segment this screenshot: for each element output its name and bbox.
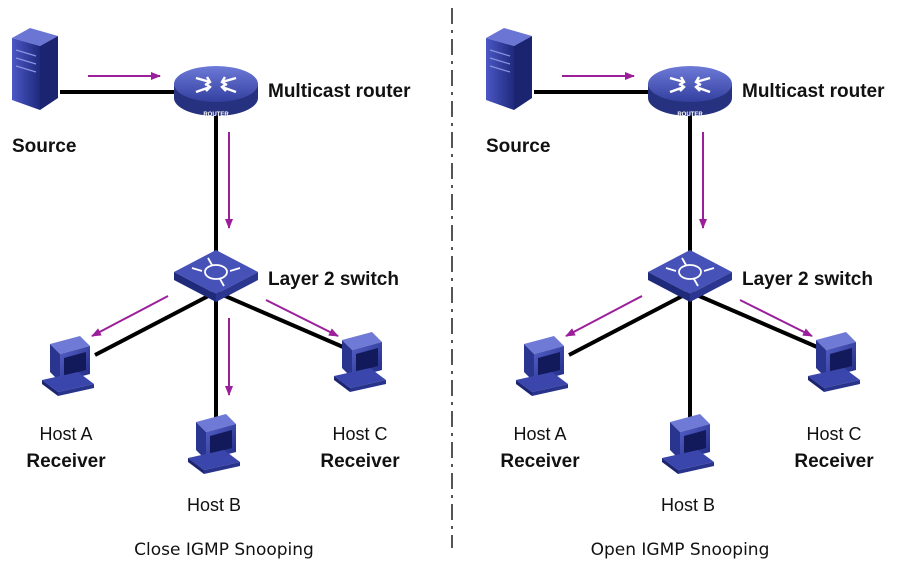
flow-arrow-to-host-c xyxy=(739,299,813,337)
router-icon xyxy=(646,64,734,118)
host-c-name: Host C xyxy=(332,424,387,444)
source-label: Source xyxy=(486,136,550,157)
host-a-role: Receiver xyxy=(500,451,580,472)
network-links xyxy=(534,90,825,420)
flow-arrow-to-host-c xyxy=(265,299,339,337)
host-c-pc-icon xyxy=(334,332,386,392)
switch-icon xyxy=(647,249,733,303)
panel-caption: Close IGMP Snooping xyxy=(134,540,314,560)
host-a-pc-icon xyxy=(42,336,94,396)
host-c-name: Host C xyxy=(806,424,861,444)
panel-caption: Open IGMP Snooping xyxy=(591,540,770,560)
network-links xyxy=(60,90,351,420)
source-label: Source xyxy=(12,136,76,157)
host-a-role: Receiver xyxy=(26,451,106,472)
host-c-role: Receiver xyxy=(794,451,874,472)
router-icon xyxy=(172,64,260,118)
router-badge: ROUTER xyxy=(203,112,229,118)
router-label: Multicast router xyxy=(268,81,411,102)
switch-icon xyxy=(173,249,259,303)
router-label: Multicast router xyxy=(742,81,885,102)
host-b-pc-icon xyxy=(662,414,714,474)
panel-open-snooping: ROUTER Source Multicast router Layer 2 s… xyxy=(485,27,885,560)
host-b-pc-icon xyxy=(188,414,240,474)
panel-close-snooping: ROUTER Source Multicast router Layer 2 s… xyxy=(11,27,411,560)
flow-arrow-to-host-a xyxy=(91,295,169,337)
router-badge: ROUTER xyxy=(677,112,703,118)
host-c-role: Receiver xyxy=(320,451,400,472)
switch-label: Layer 2 switch xyxy=(268,269,399,290)
source-server-icon xyxy=(485,27,533,111)
host-a-pc-icon xyxy=(516,336,568,396)
host-a-name: Host A xyxy=(513,424,566,444)
host-b-name: Host B xyxy=(661,495,715,515)
host-b-name: Host B xyxy=(187,495,241,515)
host-c-pc-icon xyxy=(808,332,860,392)
flow-arrow-to-host-a xyxy=(565,295,643,337)
source-server-icon xyxy=(11,27,59,111)
host-a-name: Host A xyxy=(39,424,92,444)
switch-label: Layer 2 switch xyxy=(742,269,873,290)
